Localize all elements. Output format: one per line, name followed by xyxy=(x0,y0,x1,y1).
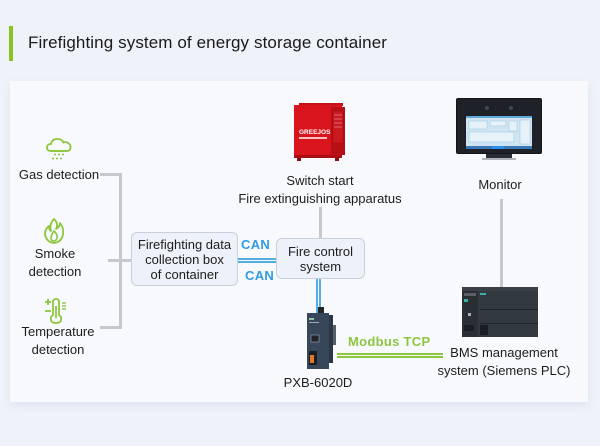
fire-control-line2: system xyxy=(299,258,342,274)
collection-box-line2: collection box xyxy=(145,251,224,267)
collection-box-line1: Firefighting data xyxy=(137,236,232,252)
smoke-detection-label: Smoke detection xyxy=(16,245,94,281)
smoke-label-line1: Smoke xyxy=(34,246,76,261)
bms-plc-image xyxy=(460,283,542,339)
fire-extinguishing-apparatus-image: GREEJOS xyxy=(291,101,349,163)
modbus-tcp-label: Modbus TCP xyxy=(348,334,431,349)
bms-label: BMS management system (Siemens PLC) xyxy=(430,344,578,380)
sensor-bracket-vertical xyxy=(119,173,122,329)
monitor-image xyxy=(456,98,542,164)
extinguisher-label-line2: Fire extinguishing apparatus xyxy=(238,191,402,206)
bms-label-line1: BMS management xyxy=(450,345,558,360)
temperature-label-line1: Temperature xyxy=(21,324,95,339)
modbus-line-lower xyxy=(337,356,443,358)
gas-detection-label: Gas detection xyxy=(18,167,100,182)
cloud-gas-icon xyxy=(46,137,72,161)
collection-box-node: Firefighting data collection box of cont… xyxy=(131,232,238,286)
sensor-bracket-top xyxy=(100,173,122,176)
extinguisher-brand-text: GREEJOS xyxy=(299,129,331,136)
gateway-can-line-right xyxy=(319,279,321,315)
can-label-top: CAN xyxy=(241,237,271,252)
gateway-label: PXB-6020D xyxy=(283,375,353,390)
fire-control-system-node: Fire control system xyxy=(276,238,365,279)
extinguisher-label: Switch start Fire extinguishing apparatu… xyxy=(210,172,430,208)
monitor-label: Monitor xyxy=(478,177,522,192)
extinguisher-label-line1: Switch start xyxy=(286,173,354,188)
temperature-label-line2: detection xyxy=(31,342,85,357)
temperature-detection-label: Temperature detection xyxy=(12,323,104,359)
fire-control-line1: Fire control xyxy=(287,243,354,259)
collection-box-line3: of container xyxy=(150,266,219,282)
thermometer-icon xyxy=(44,298,68,324)
page-title: Firefighting system of energy storage co… xyxy=(28,33,388,52)
gateway-device-image xyxy=(303,307,337,370)
extinguisher-connector xyxy=(319,207,322,238)
sensor-bracket-middle xyxy=(108,259,132,262)
flame-icon xyxy=(43,218,65,244)
smoke-label-line2: detection xyxy=(28,264,82,279)
modbus-line-upper xyxy=(337,353,443,355)
sensor-bracket-bottom xyxy=(100,326,122,329)
can-line-lower xyxy=(238,261,276,263)
diagram-panel: Gas detection Smoke detection Temperatur… xyxy=(10,81,588,402)
title-accent-bar xyxy=(9,26,13,61)
gateway-can-line-left xyxy=(316,279,318,315)
can-label-bottom: CAN xyxy=(245,268,275,283)
can-line-upper xyxy=(238,258,276,260)
monitor-connector xyxy=(500,199,503,287)
bms-label-line2: system (Siemens PLC) xyxy=(437,363,571,378)
